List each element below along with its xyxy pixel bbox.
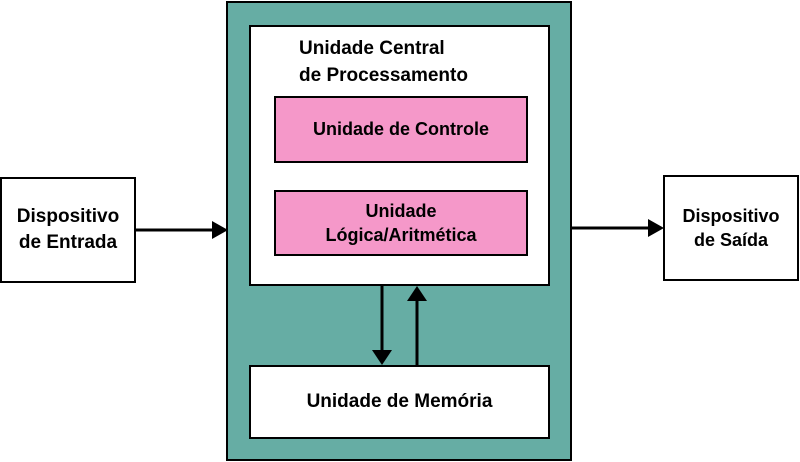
- output-device-box: Dispositivo de Saída: [663, 175, 799, 281]
- memory-unit-label: Unidade de Memória: [306, 391, 493, 413]
- control-unit-box: Unidade de Controle: [274, 96, 528, 163]
- cpu-title: Unidade Central de Processamento: [299, 38, 468, 86]
- output-device-label: Dispositivo de Saída: [682, 205, 780, 250]
- memory-to-cpu-arrowhead: [407, 286, 427, 301]
- cpu-to-memory-arrowhead: [372, 350, 392, 365]
- control-unit-label: Unidade de Controle: [312, 119, 489, 140]
- input-arrowhead: [212, 221, 228, 239]
- output-arrowhead: [648, 219, 664, 237]
- alu-box: Unidade Lógica/Aritmética: [274, 190, 528, 256]
- alu-label: Unidade Lógica/Aritmética: [325, 200, 477, 245]
- input-device-box: Dispositivo de Entrada: [0, 177, 136, 283]
- memory-unit-box: Unidade de Memória: [249, 365, 550, 439]
- input-device-label: Dispositivo de Entrada: [16, 206, 120, 253]
